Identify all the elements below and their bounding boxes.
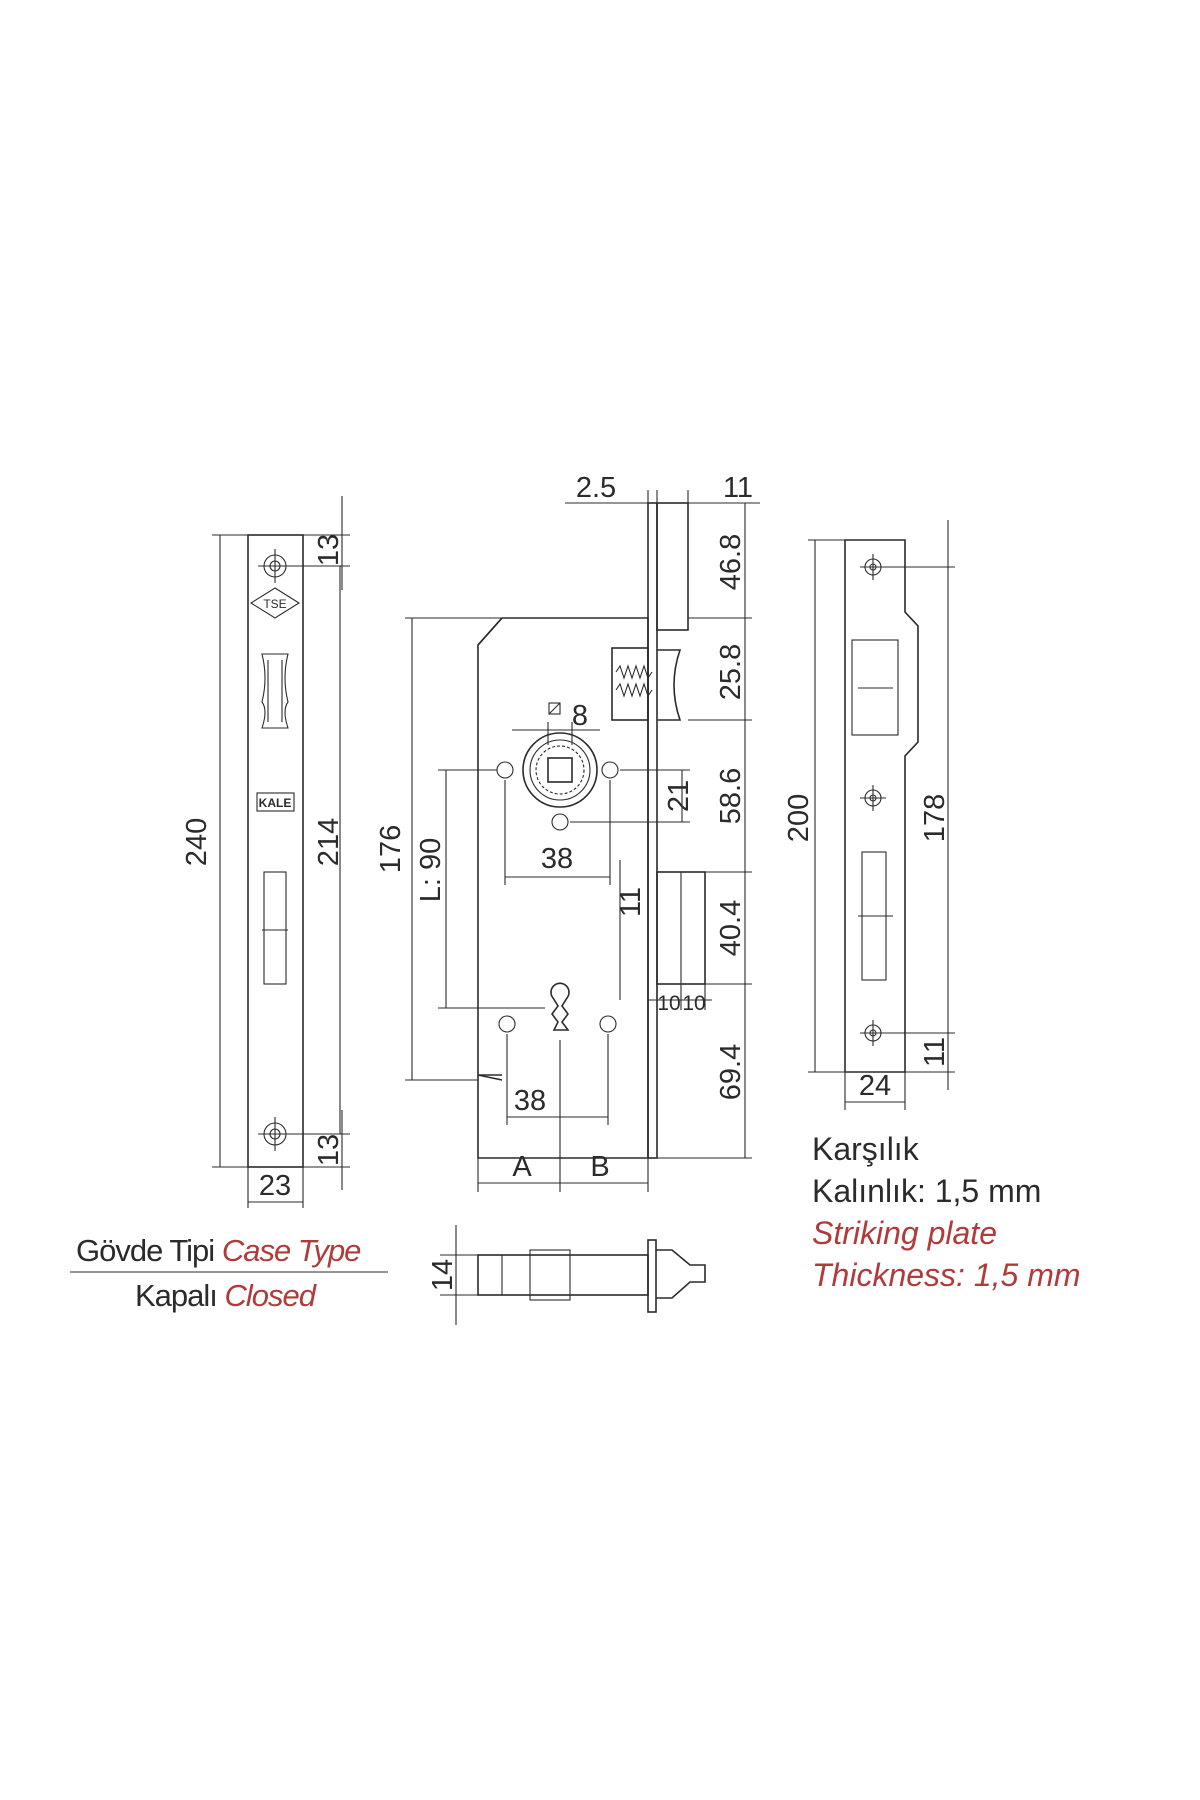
dim-plate-thickness: 2.5	[576, 472, 616, 504]
kale-logo-icon: KALE	[256, 792, 295, 812]
closed-tr: Kapalı	[135, 1278, 218, 1313]
striking-plate-title-en: Striking plate	[812, 1215, 997, 1251]
dim-faceplate-hole-spacing: 214	[313, 818, 345, 866]
dim-backset-a: A	[512, 1151, 532, 1183]
dim-deadbolt-height: 40.4	[715, 900, 747, 956]
dim-faceplate-bottom-hole: 13	[313, 1134, 345, 1166]
closed-label: Kapalı Closed	[135, 1278, 316, 1314]
striking-plate-title-tr: Karşılık	[812, 1131, 919, 1167]
dim-spindle-to-deadbolt: 58.6	[715, 768, 747, 824]
dim-strike-width: 24	[859, 1070, 891, 1102]
dim-strike-hole-spacing: 178	[919, 794, 951, 842]
latch-opening	[261, 653, 289, 729]
latch-bolt	[611, 647, 682, 721]
case-type-tr: Gövde Tipi	[76, 1233, 215, 1268]
dim-backset-b: B	[590, 1151, 609, 1183]
screw-hole-icon	[258, 1117, 292, 1151]
deadbolt-opening	[263, 871, 287, 985]
keyhole-icon	[498, 982, 617, 1033]
deadbolt	[656, 871, 706, 985]
dim-bolt-width-1: 10	[657, 992, 680, 1015]
dim-spindle-square: 8	[572, 700, 588, 732]
screw-hole-icon	[258, 549, 292, 583]
dim-faceplate-top-hole: 13	[313, 534, 345, 566]
dim-faceplate-width: 23	[259, 1170, 291, 1202]
faceplate-view: TSE KALE 240 214 13	[181, 496, 350, 1208]
spindle-hub-icon	[496, 732, 619, 831]
closed-en: Closed	[224, 1278, 316, 1313]
dim-bolt-width-2: 10	[682, 992, 705, 1015]
dim-rose-spacing: 38	[541, 843, 573, 875]
dim-spindle-drop: 21	[663, 780, 695, 812]
svg-text:TSE: TSE	[263, 597, 286, 611]
strike-latch-opening	[851, 639, 899, 736]
lock-body-view: 2.5 11 46.8 25.8 58.6 40.4 69.4 8 21 38 …	[375, 472, 760, 1192]
case-type-label: Gövde Tipi Case Type	[76, 1233, 362, 1269]
strike-plate-view: 200 178 11 24	[783, 520, 955, 1110]
striking-plate-legend: Karşılık Kalınlık: 1,5 mm Striking plate…	[812, 1128, 1081, 1296]
dim-bottom: 69.4	[715, 1044, 747, 1100]
dim-top-to-latch: 46.8	[715, 534, 747, 590]
dim-key-spacing: 38	[514, 1085, 546, 1117]
svg-text:KALE: KALE	[259, 796, 292, 810]
dim-case-height: 176	[375, 825, 407, 873]
dim-faceplate-overall: 240	[181, 818, 213, 866]
lock-top-view: 14	[427, 1225, 706, 1325]
striking-plate-thickness-tr: Kalınlık: 1,5 mm	[812, 1173, 1042, 1209]
dim-latch-height: 25.8	[715, 644, 747, 700]
dim-case-depth: 14	[427, 1259, 459, 1291]
screw-hole-icon	[860, 1020, 886, 1046]
dim-bolt-thickness: 11	[723, 472, 753, 504]
striking-plate-thickness-en: Thickness: 1,5 mm	[812, 1257, 1081, 1293]
case-type-en: Case Type	[221, 1233, 362, 1268]
screw-hole-icon	[860, 554, 886, 580]
screw-hole-icon	[860, 785, 886, 811]
dim-center-distance: L: 90	[415, 838, 447, 903]
tse-logo-icon: TSE	[249, 587, 301, 619]
dim-key-offset: 11	[615, 887, 647, 917]
dim-strike-bottom-hole: 11	[919, 1037, 951, 1067]
dim-strike-overall: 200	[783, 794, 815, 842]
